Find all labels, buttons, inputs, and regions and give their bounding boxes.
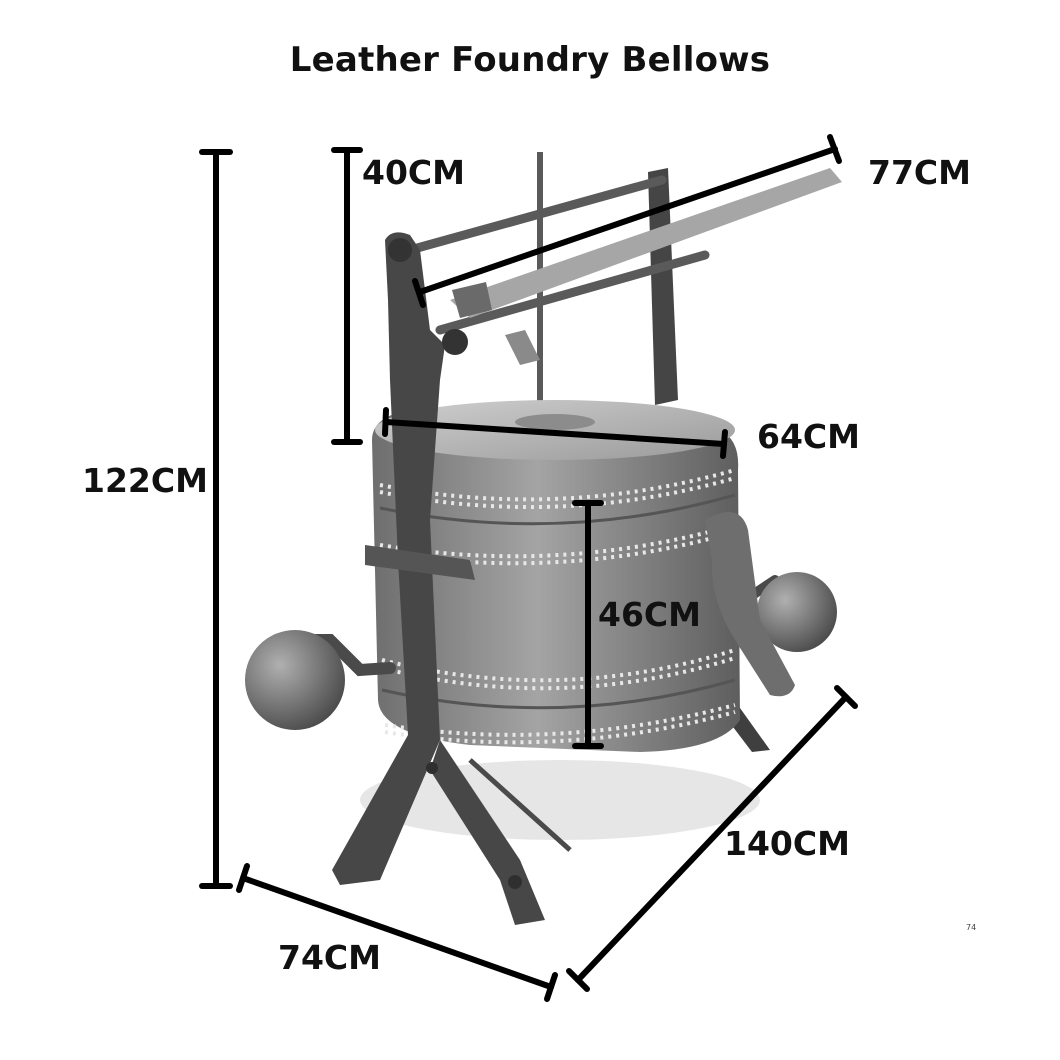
label-base-width: 74CM xyxy=(278,938,381,977)
label-base-depth: 140CM xyxy=(724,824,850,863)
dimension-body-height xyxy=(572,500,604,749)
bellows-body xyxy=(372,412,740,752)
counterweight-left xyxy=(245,630,345,730)
iron-frame-left xyxy=(332,232,445,886)
dimension-top-diameter xyxy=(382,407,728,459)
diagram-title: Leather Foundry Bellows xyxy=(289,40,771,80)
dimension-handle-height xyxy=(331,147,363,445)
label-lever-length: 77CM xyxy=(868,153,971,192)
label-body-height: 46CM xyxy=(598,595,701,634)
label-handle-height: 40CM xyxy=(362,153,465,192)
label-top-diameter: 64CM xyxy=(757,417,860,456)
bellows-illustration xyxy=(245,152,842,925)
dimension-lever-length xyxy=(412,134,842,308)
label-overall-height: 122CM xyxy=(82,461,208,500)
lever-beam xyxy=(450,168,842,318)
dimension-base-width xyxy=(236,863,558,1002)
leather-nozzle xyxy=(705,512,795,697)
dimension-overall-height xyxy=(199,149,233,889)
dimension-base-depth xyxy=(566,685,858,992)
counterweight-right xyxy=(757,572,837,652)
corner-note: 74 xyxy=(966,923,977,932)
